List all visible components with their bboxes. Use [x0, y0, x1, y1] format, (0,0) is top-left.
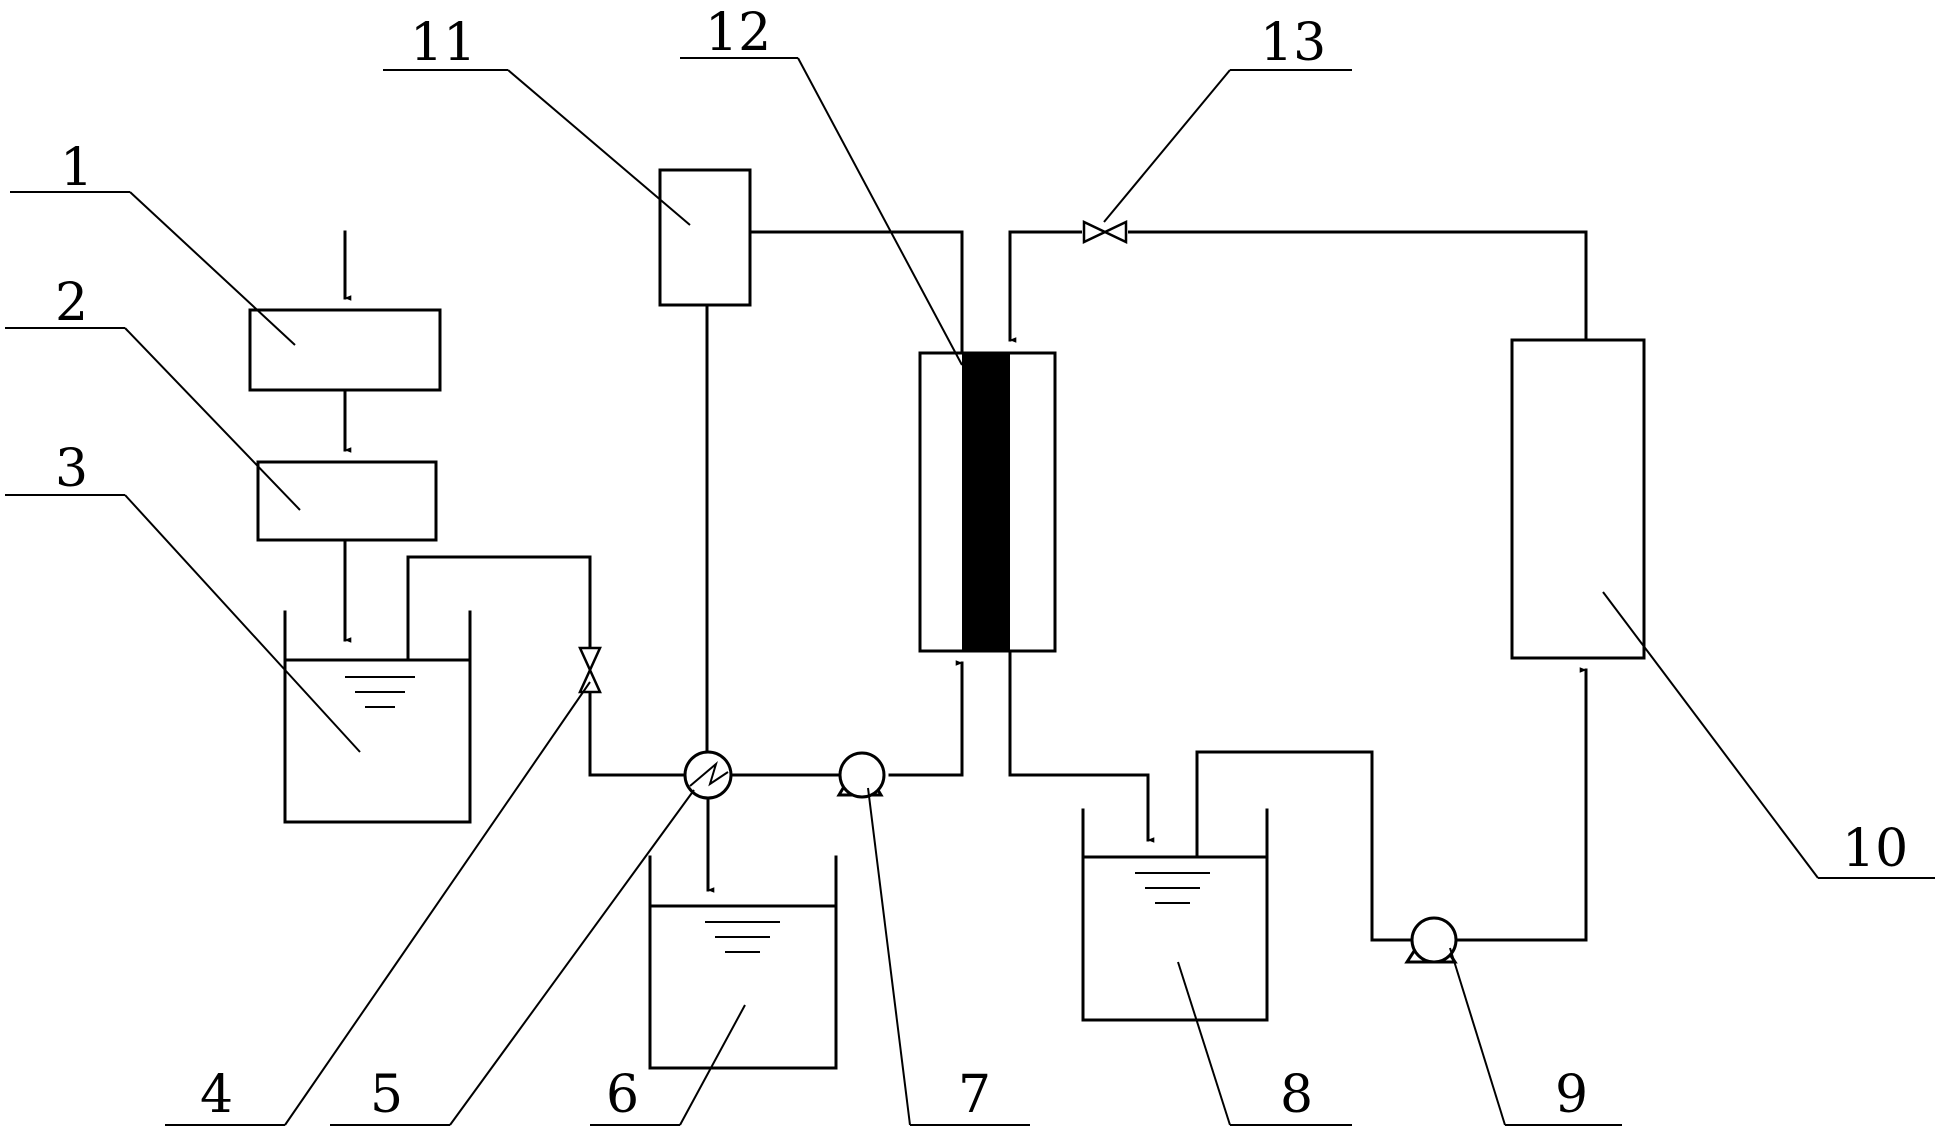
column-10-box	[1510, 338, 1646, 660]
valve-13	[1082, 220, 1128, 244]
membrane-element	[962, 353, 1010, 651]
pipe-12-to-8	[1008, 649, 1155, 843]
pipe-8-to-9	[1195, 750, 1417, 942]
tank-3	[283, 610, 472, 824]
pipe-9-to-10	[1454, 667, 1588, 942]
label-9: 9	[1555, 1065, 1588, 1125]
label-2: 2	[55, 273, 88, 333]
label-6: 6	[606, 1065, 639, 1125]
label-11: 11	[410, 13, 476, 73]
pipe-7-to-12	[888, 660, 964, 777]
label-4: 4	[200, 1065, 233, 1125]
leader-lines	[5, 57, 1935, 1126]
unit-11-box	[658, 168, 752, 307]
pipe-11-to-12	[748, 230, 964, 355]
label-10: 10	[1842, 819, 1908, 879]
label-1: 1	[60, 138, 93, 198]
pipe-10-to-12	[1008, 230, 1588, 343]
label-7: 7	[958, 1065, 991, 1125]
tank-6	[648, 855, 838, 1070]
pump-9	[1404, 916, 1458, 964]
pipe-3-to-5	[406, 555, 690, 777]
tank-8	[1081, 808, 1269, 1022]
pump-7	[836, 751, 886, 799]
membrane-module-12	[918, 351, 1057, 653]
valve-4	[578, 646, 602, 694]
label-8: 8	[1280, 1065, 1313, 1125]
label-5: 5	[370, 1065, 403, 1125]
label-13: 13	[1260, 13, 1326, 73]
unit-1-box	[248, 308, 442, 392]
heat-exchanger-5	[683, 750, 733, 800]
label-12: 12	[705, 3, 771, 63]
unit-2-box	[256, 460, 438, 542]
label-3: 3	[55, 439, 88, 499]
